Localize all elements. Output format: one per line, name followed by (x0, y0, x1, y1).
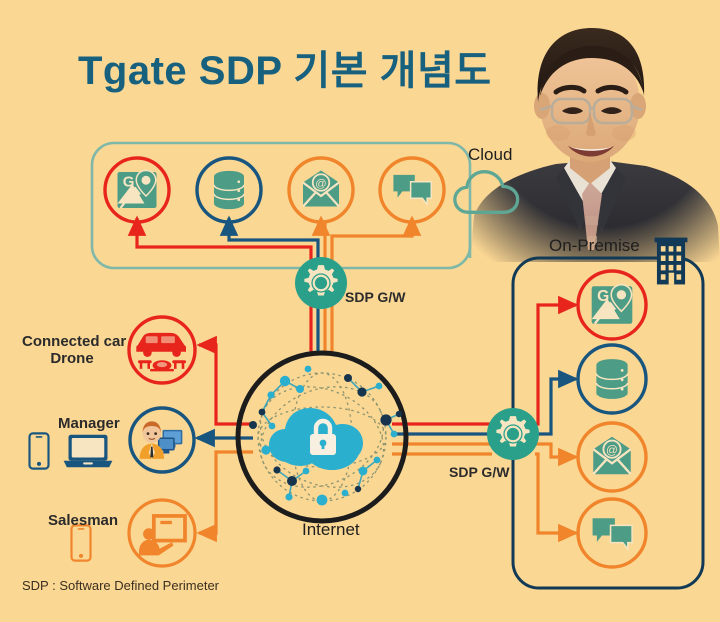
onprem-service-map (576, 269, 648, 341)
client-connected-car-drone (127, 315, 197, 385)
arrow-onprem-map (535, 295, 579, 426)
cloud-service-chat (378, 156, 446, 224)
map-location-icon (590, 283, 634, 325)
arrow-client-salesman (196, 450, 253, 543)
smartphone-icon (28, 432, 50, 470)
onprem-service-chat (576, 497, 648, 569)
arrow-cloud-map (127, 215, 313, 352)
building-icon (654, 237, 688, 285)
chat-icon (392, 174, 433, 206)
sdp-gateway-cloud (295, 257, 347, 309)
database-icon (213, 170, 245, 210)
cloud-service-email (287, 156, 355, 224)
onprem-service-database (576, 343, 648, 415)
internet-cloud (235, 350, 409, 524)
sdp-gateway-onpremise-label: SDP G/W (449, 464, 510, 480)
map-location-icon (116, 169, 158, 210)
cloud-service-map (103, 156, 171, 224)
onprem-service-email (576, 421, 648, 493)
client-salesman (127, 498, 197, 568)
database-icon (595, 358, 629, 400)
client-label-connected-car: Connected car (22, 333, 127, 350)
arrow-onprem-mail (535, 442, 579, 467)
client-label-manager: Manager (58, 415, 120, 432)
presentation-icon (137, 514, 187, 557)
secure-cloud-lock-icon (269, 408, 363, 470)
client-label-salesman: Salesman (48, 512, 119, 529)
manager-devices (28, 432, 113, 470)
client-label-drone: Drone (50, 350, 94, 367)
sdp-gateway-cloud-label: SDP G/W (345, 289, 406, 305)
laptop-icon (63, 434, 113, 468)
arrow-client-car (196, 335, 253, 426)
client-manager (128, 406, 196, 474)
chat-icon (591, 517, 633, 550)
page-title: Tgate SDP 기본 개념도 (78, 49, 492, 93)
arrow-onprem-chat (535, 452, 579, 543)
salesman-devices (70, 524, 92, 562)
gear-icon (303, 264, 339, 297)
internet-label: Internet (302, 520, 360, 539)
cloud-zone-label: Cloud (468, 145, 513, 164)
car-drone-icon (136, 332, 186, 372)
gear-icon (495, 415, 531, 448)
email-icon (301, 169, 341, 208)
arrow-onprem-db (535, 369, 579, 436)
cloud-icon (453, 170, 520, 214)
sdp-gateway-onpremise (487, 408, 539, 460)
cloud-service-database (195, 156, 263, 224)
footnote: SDP : Software Defined Perimeter (22, 578, 220, 593)
onpremise-zone-label: On-Premise (549, 236, 640, 255)
smartphone-icon (70, 524, 92, 562)
manager-workstation-icon (138, 420, 183, 460)
cloud-zone-box (90, 141, 472, 270)
email-icon (592, 435, 632, 476)
